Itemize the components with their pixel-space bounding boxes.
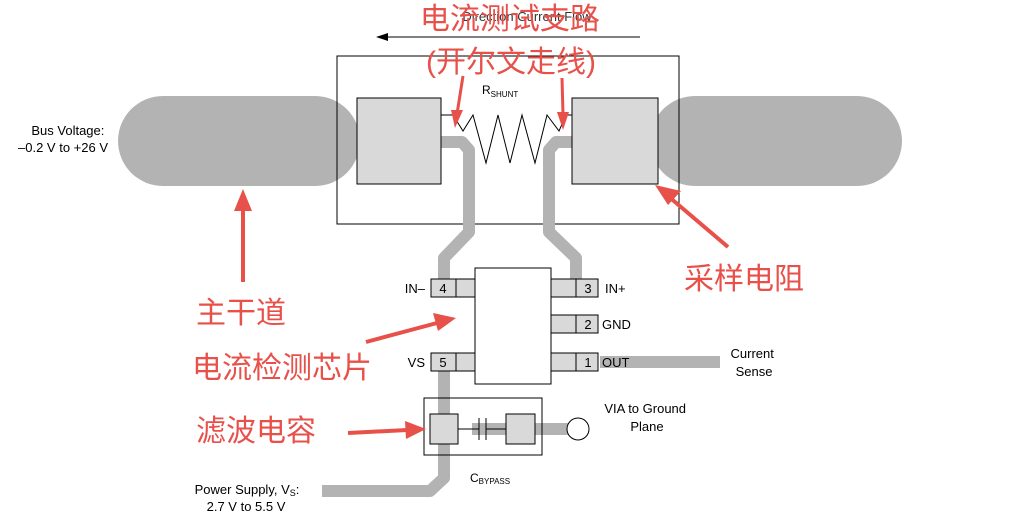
cbypass-label: CBYPASS xyxy=(470,471,510,486)
annotation-arrows xyxy=(234,75,730,439)
sense-chip-body xyxy=(474,267,552,385)
annotation-filter-cap: 滤波电容 xyxy=(196,415,316,448)
svg-text:5: 5 xyxy=(439,355,446,370)
cbypass-pad-left xyxy=(429,413,459,445)
svg-text:4: 4 xyxy=(439,281,446,296)
resistor-symbol xyxy=(441,113,572,165)
shunt-pad-right xyxy=(571,97,659,185)
power-supply-range: 2.7 V to 5.5 V xyxy=(207,499,286,514)
annotation-shunt-resistor: 采样电阻 xyxy=(684,263,804,296)
svg-text:IN+: IN+ xyxy=(605,281,626,296)
pin-3: 3 IN+ xyxy=(550,278,626,298)
annotation-test-path: 电流测试支路 (开尔文走线) xyxy=(420,3,608,79)
shunt-pad-left xyxy=(356,97,442,185)
bus-trace-left xyxy=(118,96,360,186)
cbypass-outline xyxy=(423,397,543,456)
svg-text:GND: GND xyxy=(602,317,631,332)
current-flow-arrowhead xyxy=(376,33,388,41)
bus-trace-right xyxy=(650,96,902,186)
shunt-outline xyxy=(336,55,680,225)
pin-1: 1 OUT xyxy=(550,352,630,372)
rshunt-label: RSHUNT xyxy=(482,83,518,99)
capacitor-symbol xyxy=(458,418,506,440)
svg-text:1: 1 xyxy=(584,355,591,370)
svg-text:IN–: IN– xyxy=(405,281,426,296)
via-ground-label: VIA to Ground Plane xyxy=(604,401,689,434)
svg-text:3: 3 xyxy=(584,281,591,296)
direction-label: Direction Current Flow xyxy=(462,9,592,24)
annotation-sense-chip: 电流检测芯片 xyxy=(192,352,372,385)
bus-voltage-label: Bus Voltage: –0.2 V to +26 V xyxy=(18,123,108,155)
svg-text:2: 2 xyxy=(584,317,591,332)
svg-text:OUT: OUT xyxy=(602,355,630,370)
svg-text:VS: VS xyxy=(408,355,426,370)
via-circle xyxy=(566,417,590,441)
current-sense-label: Current Sense xyxy=(731,346,778,379)
pin-5: 5 VS xyxy=(408,352,476,372)
pin-4: 4 IN– xyxy=(405,278,476,298)
cbypass-pad-right xyxy=(505,413,536,445)
pin-2: 2 GND xyxy=(550,314,631,334)
power-supply-label: Power Supply, VS: xyxy=(195,482,300,498)
annotation-main-trunk: 主干道 xyxy=(196,297,286,330)
